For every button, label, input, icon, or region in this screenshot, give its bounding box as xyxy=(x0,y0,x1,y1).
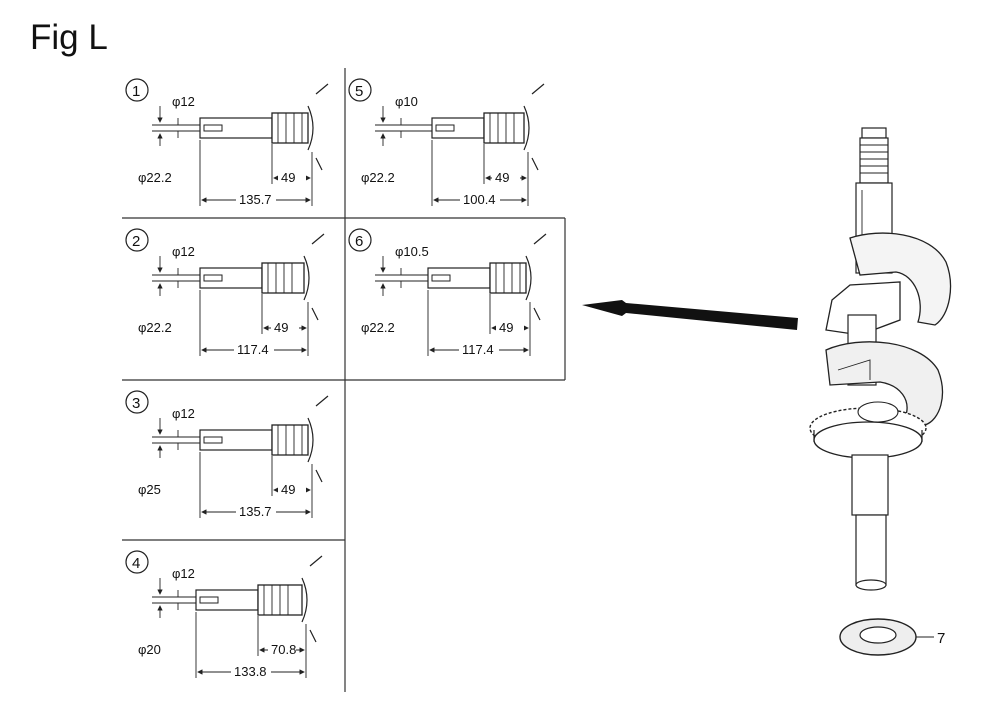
shaft-diameter-label: φ22.2 xyxy=(361,320,395,335)
total-length-label: 135.7 xyxy=(239,504,272,519)
total-length-label: 135.7 xyxy=(239,192,272,207)
section-length-label: 70.8 xyxy=(271,642,296,657)
total-length-label: 117.4 xyxy=(237,342,269,357)
panel-number-circle xyxy=(125,390,149,414)
shaft-diameter-label: φ22.2 xyxy=(361,170,395,185)
tip-diameter-label: φ12 xyxy=(172,94,195,109)
panel-number: 6 xyxy=(355,233,363,250)
panel-grid xyxy=(122,68,566,692)
panel-number-circle xyxy=(348,78,372,102)
section-length-label: 49 xyxy=(274,320,288,335)
shaft-diameter-label: φ22.2 xyxy=(138,170,172,185)
panel-number-circle xyxy=(348,228,372,252)
section-length-label: 49 xyxy=(281,482,295,497)
total-length-label: 117.4 xyxy=(462,342,494,357)
tip-diameter-label: φ10 xyxy=(395,94,418,109)
shaft-diameter-label: φ20 xyxy=(138,642,161,657)
panel-6: 6 φ10.5 φ22.2 49 117.4 xyxy=(348,228,547,357)
tip-diameter-label: φ12 xyxy=(172,244,195,259)
shaft-diameter-label: φ22.2 xyxy=(138,320,172,335)
total-length-label: 100.4 xyxy=(463,192,496,207)
panel-number: 5 xyxy=(355,83,363,100)
panel-number: 4 xyxy=(132,555,140,572)
panel-number-circle xyxy=(125,228,149,252)
pointer-arrow xyxy=(582,300,798,330)
section-length-label: 49 xyxy=(499,320,513,335)
panel-number: 3 xyxy=(132,395,140,412)
panel-1: 1 φ12 φ22.2 49 135.7 xyxy=(125,78,329,207)
crankshaft-icon xyxy=(809,127,952,656)
panel-number-circle xyxy=(125,550,149,574)
section-length-label: 49 xyxy=(281,170,295,185)
panel-5: 5 φ10 φ22.2 49 100.4 xyxy=(348,78,545,207)
callout-number: 7 xyxy=(937,630,945,647)
tip-diameter-label: φ12 xyxy=(172,566,195,581)
tip-diameter-label: φ10.5 xyxy=(395,244,429,259)
panel-4: 4 φ12 φ20 70.8 133.8 xyxy=(125,550,323,679)
panel-number-circle xyxy=(125,78,149,102)
panel-number: 1 xyxy=(132,83,140,100)
section-length-label: 49 xyxy=(495,170,509,185)
figure-title: Fig L xyxy=(30,18,108,57)
panel-2: 2 φ12 φ22.2 49 117.4 xyxy=(125,228,325,357)
tip-diameter-label: φ12 xyxy=(172,406,195,421)
shaft-diameter-label: φ25 xyxy=(138,482,161,497)
panel-3: 3 φ12 φ25 49 135.7 xyxy=(125,390,329,519)
total-length-label: 133.8 xyxy=(234,664,267,679)
panel-number: 2 xyxy=(132,233,140,250)
